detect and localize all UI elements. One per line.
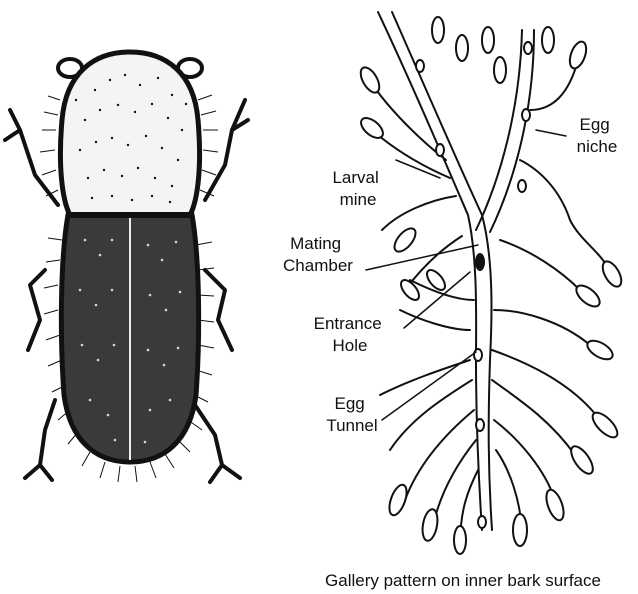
mating-chamber-mark <box>475 253 485 271</box>
pronotum <box>60 52 199 215</box>
label-mating-chamber: Mating Chamber <box>283 234 353 275</box>
label-larval-mine: Larval mine <box>332 168 383 209</box>
label-egg-niche: Egg niche <box>577 115 618 156</box>
label-egg-tunnel: Egg Tunnel <box>326 394 377 435</box>
label-entrance-hole: Entrance Hole <box>314 314 387 355</box>
gallery-pattern-icon <box>357 12 625 554</box>
figure-caption: Gallery pattern on inner bark surface <box>325 571 601 590</box>
bark-beetle-icon <box>5 52 248 482</box>
leader-lines <box>366 130 566 420</box>
